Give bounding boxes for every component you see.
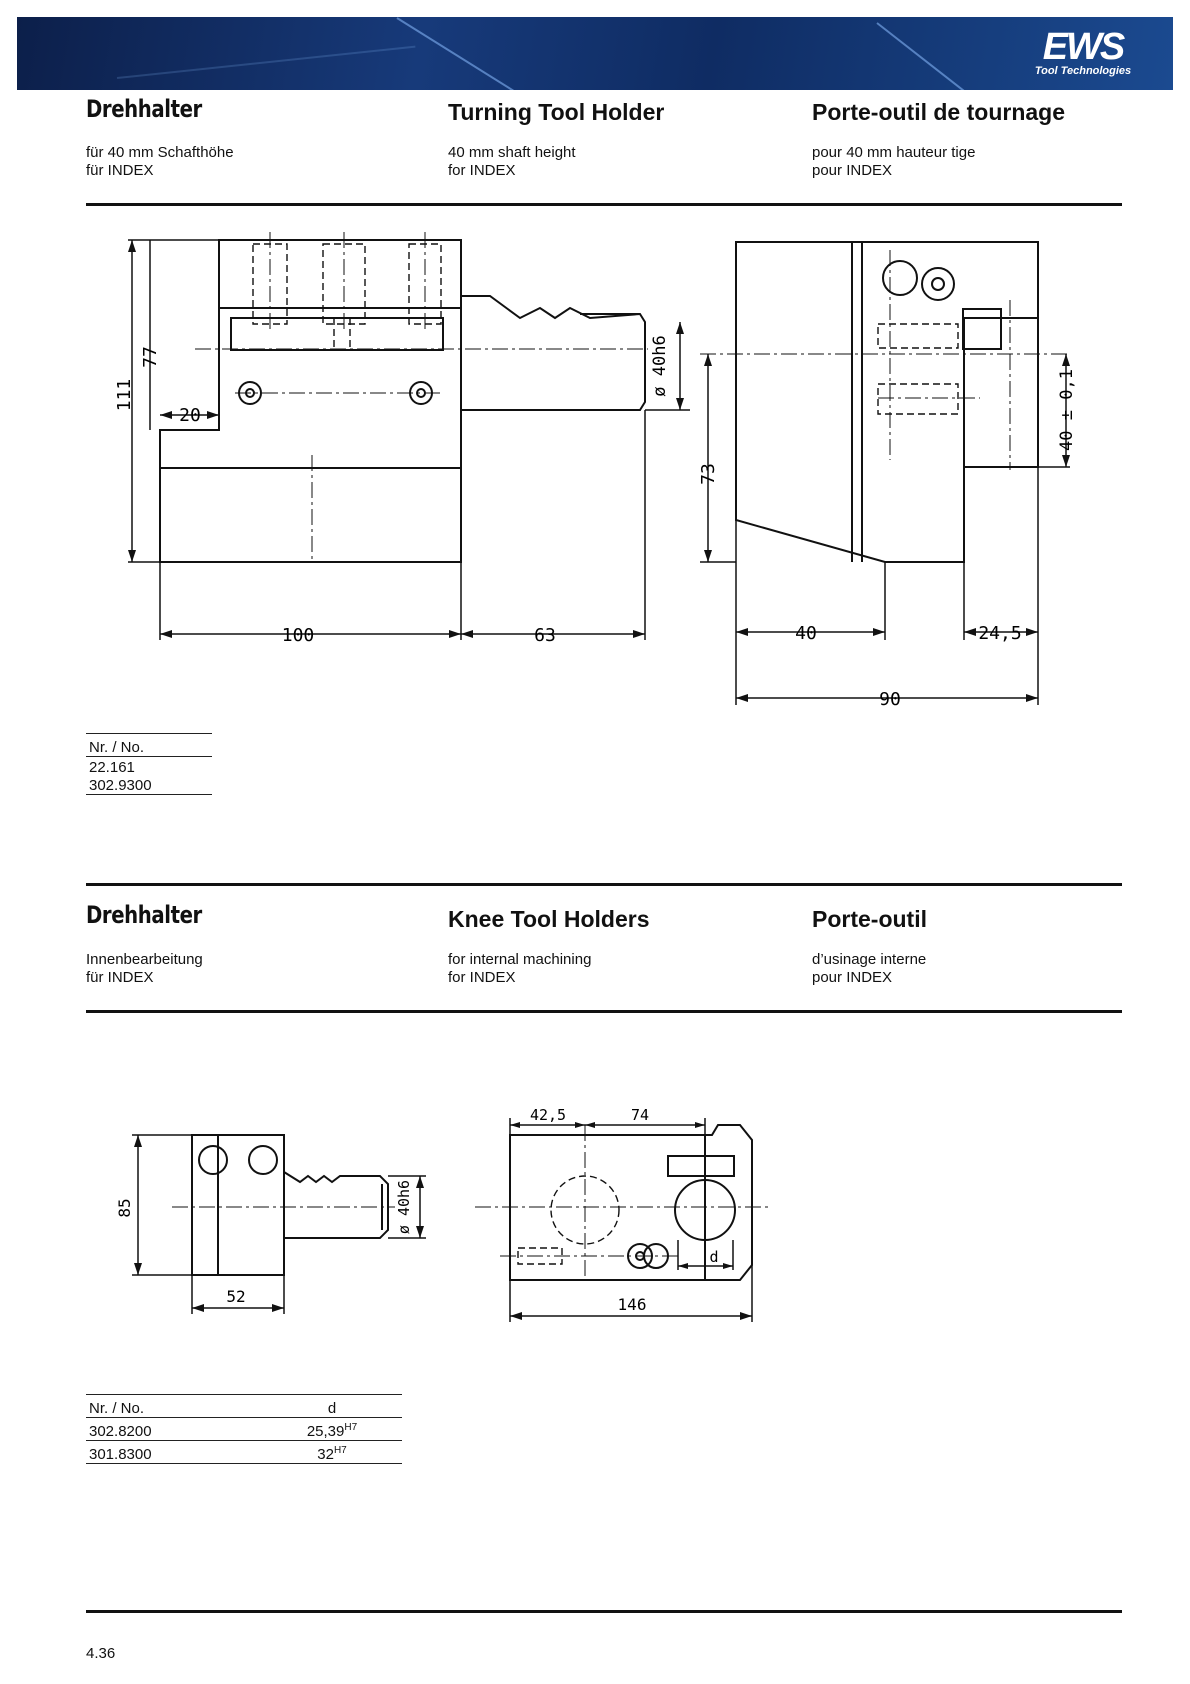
section1-sub-en-line2: for INDEX — [448, 162, 516, 179]
ews-logo: EWS Tool Technologies — [1023, 26, 1143, 77]
dim-146: 146 — [618, 1295, 647, 1314]
table-cell-no: 302.8200 — [86, 1417, 262, 1441]
page-number: 4.36 — [86, 1645, 116, 1662]
section2-title-fr: Porte-outil — [812, 906, 927, 932]
section1-sub-de-line2: für INDEX — [86, 162, 154, 179]
dim-63: 63 — [534, 625, 556, 646]
section1-sub-de: für 40 mm Schafthöhe für INDEX — [86, 144, 234, 180]
dim-90: 90 — [879, 689, 901, 710]
section1-title-fr: Porte-outil de tournage — [812, 99, 1065, 125]
tolerance: H7 — [333, 1445, 347, 1456]
section1-sub-fr-line1: pour 40 mm hauteur tige — [812, 144, 976, 161]
dim-shaft-diameter-2: ø 40h6 — [395, 1180, 413, 1234]
knee-tool-holder-drawing: 85 ø 40h6 52 42 — [115, 1106, 770, 1322]
section2-title-en: Knee Tool Holders — [448, 906, 650, 932]
table-header-d: d — [262, 1394, 402, 1418]
table-cell-no: 301.8300 — [86, 1440, 262, 1464]
dim-111: 111 — [114, 379, 135, 412]
dim-d: d — [709, 1248, 718, 1266]
section2-sub-de-line2: für INDEX — [86, 969, 154, 986]
logo-subtitle: Tool Technologies — [1034, 65, 1132, 77]
dim-74: 74 — [631, 1106, 649, 1124]
table-cell-d: 25,39H7 — [262, 1417, 402, 1441]
section2-sub-en: for internal machining for INDEX — [448, 951, 591, 987]
d-value: 32 — [317, 1446, 334, 1463]
dim-shaft-diameter: ø 40h6 — [650, 335, 670, 396]
section2-sub-en-line1: for internal machining — [448, 951, 592, 968]
section2-sub-de: Innenbearbeitung für INDEX — [86, 951, 203, 987]
turning-tool-holder-drawing: 111 77 20 100 63 ø 40h6 — [114, 232, 1077, 710]
table-row: 302.9300 — [86, 776, 212, 795]
dim-24-5: 24,5 — [978, 623, 1021, 644]
section1-sub-de-line1: für 40 mm Schafthöhe — [86, 144, 234, 161]
table-row: 301.8300 32H7 — [86, 1440, 402, 1464]
section1-title-en: Turning Tool Holder — [448, 99, 665, 125]
section1-title-de: Drehhalter — [86, 95, 202, 123]
section2-sub-fr: d’usinage interne pour INDEX — [812, 951, 926, 987]
dim-73: 73 — [698, 463, 719, 485]
footer-rule — [86, 1610, 1122, 1613]
section2-sub-fr-line1: d’usinage interne — [812, 951, 927, 968]
table-row: 22.161 — [89, 759, 135, 776]
tolerance: H7 — [344, 1422, 358, 1433]
section2-rule — [86, 1010, 1122, 1013]
section1-sub-fr-line2: pour INDEX — [812, 162, 893, 179]
table-cell-d: 32H7 — [262, 1440, 402, 1464]
dim-20: 20 — [179, 405, 201, 426]
section1-sub-en-line1: 40 mm shaft height — [448, 144, 576, 161]
section2-sub-de-line1: Innenbearbeitung — [86, 951, 203, 968]
dim-100: 100 — [282, 625, 315, 646]
dim-40-tolerance: 40 ± 0,1 — [1057, 369, 1077, 451]
dim-40: 40 — [795, 623, 817, 644]
section1-number-table: Nr. / No. 22.161 302.9300 — [86, 733, 212, 795]
section1-rule — [86, 203, 1122, 206]
header-banner: EWS Tool Technologies — [17, 17, 1173, 90]
table-header-no: Nr. / No. — [86, 1394, 262, 1418]
dim-77: 77 — [140, 346, 161, 368]
dim-42-5: 42,5 — [530, 1106, 566, 1124]
section2-sub-en-line2: for INDEX — [448, 969, 516, 986]
dim-85: 85 — [115, 1198, 134, 1217]
d-value: 25,39 — [306, 1423, 345, 1440]
table-row: 302.8200 25,39H7 — [86, 1417, 402, 1441]
section1-sub-en: 40 mm shaft height for INDEX — [448, 144, 576, 180]
dim-52: 52 — [226, 1287, 245, 1306]
section2-title-de: Drehhalter — [86, 901, 202, 929]
logo-text: EWS — [1042, 26, 1126, 68]
section-divider-rule — [86, 883, 1122, 886]
table-header-no: Nr. / No. — [86, 733, 212, 757]
section2-sub-fr-line2: pour INDEX — [812, 969, 893, 986]
section2-number-table: Nr. / No. d 302.8200 25,39H7 301.8300 32… — [86, 1394, 402, 1464]
section1-sub-fr: pour 40 mm hauteur tige pour INDEX — [812, 144, 975, 180]
